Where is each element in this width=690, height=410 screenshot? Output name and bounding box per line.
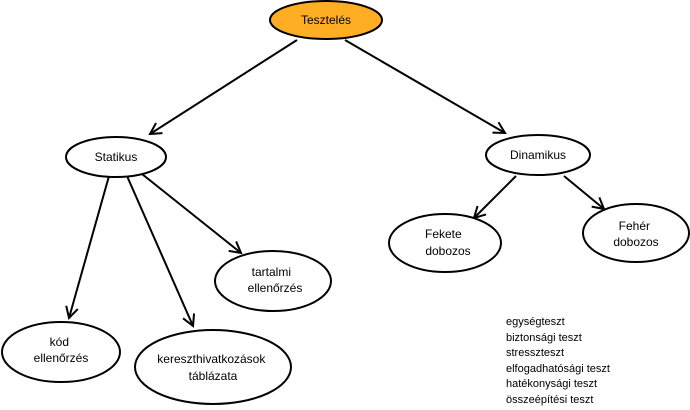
node-content-check-label-line-1: tartalmi	[252, 265, 291, 279]
list-item: egységteszt	[506, 316, 565, 328]
edge-static-to-cross-ref	[126, 175, 193, 326]
test-types-list: egységteszt biztonsági teszt stressztesz…	[506, 315, 610, 408]
node-root-shape	[269, 0, 383, 40]
node-static-shape	[65, 136, 167, 178]
node-white-box-label-line-2: dobozos	[613, 235, 658, 249]
list-item: biztonsági teszt	[506, 331, 582, 344]
node-black-box-label: Fekete dobozos	[425, 227, 471, 258]
node-code-check: kód ellenőrzés	[1, 321, 121, 383]
edge-static-to-code-check	[69, 175, 110, 318]
node-content-check-shape	[214, 250, 332, 312]
node-code-check-label-line-2: ellenőrzés	[34, 351, 89, 365]
edges	[69, 39, 604, 326]
node-code-check-label-line-1: kód	[50, 335, 69, 349]
node-static-label-line: Statikus	[95, 150, 138, 164]
node-content-check: tartalmi ellenőrzés	[214, 250, 332, 312]
list-item: elfogadhatósági teszt	[506, 362, 610, 375]
node-content-check-label: tartalmi ellenőrzés	[248, 265, 303, 295]
node-black-box-shape	[388, 213, 502, 273]
node-content-check-label-line-2: ellenőrzés	[248, 281, 303, 295]
node-black-box-label-line-1: Fekete	[425, 227, 462, 241]
node-root: Tesztelés	[269, 0, 383, 40]
node-cross-ref-shape	[134, 329, 292, 405]
node-white-box-label: Fehér dobozos	[613, 219, 658, 249]
list-item: hatékonysági teszt	[506, 378, 598, 390]
node-static-label: Statikus	[95, 150, 138, 164]
node-white-box-shape	[582, 203, 690, 263]
node-cross-ref-label-line-1: kereszthivatkozások	[157, 352, 266, 366]
node-code-check-shape	[1, 321, 121, 383]
edge-static-to-content-check	[141, 173, 241, 253]
edge-dynamic-to-black-box	[474, 175, 517, 218]
node-dynamic-label-line: Dinamikus	[510, 148, 566, 162]
node-root-label: Tesztelés	[301, 13, 351, 27]
node-white-box-label-line-1: Fehér	[619, 219, 650, 233]
list-item: stresszteszt	[506, 347, 565, 359]
node-cross-ref-label-line-2: táblázata	[189, 369, 238, 383]
node-static: Statikus	[65, 136, 167, 178]
node-dynamic-shape	[485, 134, 591, 176]
edge-root-to-static	[150, 39, 298, 134]
edge-root-to-dynamic	[344, 39, 505, 133]
node-white-box: Fehér dobozos	[582, 203, 690, 263]
edge-dynamic-to-white-box	[563, 175, 604, 209]
node-dynamic-label: Dinamikus	[510, 148, 566, 162]
list-item: összeépítési teszt	[506, 393, 594, 406]
node-black-box-label-line-2: dobozos	[425, 244, 470, 258]
node-code-check-label: kód ellenőrzés	[34, 335, 89, 365]
node-black-box: Fekete dobozos	[388, 213, 502, 273]
node-root-label-line: Tesztelés	[301, 13, 351, 27]
node-cross-ref: kereszthivatkozások táblázata	[134, 329, 292, 405]
node-dynamic: Dinamikus	[485, 134, 591, 176]
node-cross-ref-label: kereszthivatkozások táblázata	[157, 352, 268, 383]
